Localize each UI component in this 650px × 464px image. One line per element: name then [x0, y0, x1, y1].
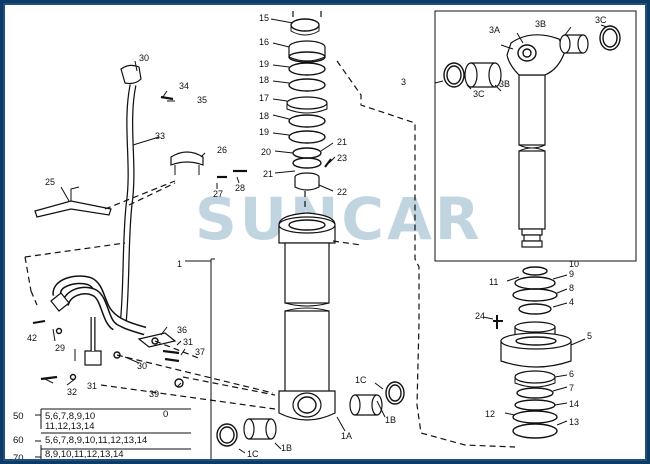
label-1C-a: 1C — [247, 449, 259, 459]
label-3B-a: 3B — [535, 19, 546, 29]
head-seal-stack — [493, 266, 572, 439]
label-7: 7 — [569, 383, 574, 393]
rod-detail-box — [434, 10, 637, 262]
label-18-a: 18 — [259, 75, 269, 85]
label-8: 8 — [569, 283, 574, 293]
label-33: 33 — [155, 131, 165, 141]
label-1B-a: 1B — [281, 443, 292, 453]
label-35: 35 — [197, 95, 207, 105]
label-27: 27 — [213, 189, 223, 199]
label-10: 10 — [569, 259, 579, 269]
label-3B-b: 3B — [499, 79, 510, 89]
label-3C-b: 3C — [473, 89, 485, 99]
cylinder-barrel-part — [278, 212, 336, 421]
label-28: 28 — [235, 183, 245, 193]
label-3: 3 — [401, 77, 406, 87]
cylinder-bushings — [216, 381, 405, 447]
label-1A: 1A — [341, 431, 352, 441]
label-19-b: 19 — [259, 127, 269, 137]
label-3C-a: 3C — [595, 15, 607, 25]
label-9: 9 — [569, 269, 574, 279]
diagram-frame: SUNCAR — [3, 3, 647, 461]
label-12: 12 — [485, 409, 495, 419]
exploded-parts-diagram: SUNCAR — [13, 9, 637, 459]
table-row-70-number: 70 — [13, 453, 24, 459]
kit-table: 50 5,6,7,8,9,10 11,12,13,14 0 60 5,6,7,8… — [13, 408, 191, 459]
label-30-a: 30 — [139, 53, 149, 63]
label-6: 6 — [569, 369, 574, 379]
table-row-60-number: 60 — [13, 435, 24, 446]
piston-rod-part — [506, 34, 566, 248]
label-26: 26 — [217, 145, 227, 155]
label-1: 1 — [177, 259, 182, 269]
table-row-70-items: 8,9,10,11,12,13,14 — [45, 449, 124, 459]
label-20: 20 — [261, 147, 271, 157]
small-bolts — [32, 95, 247, 388]
label-14: 14 — [569, 399, 579, 409]
label-36: 36 — [177, 325, 187, 335]
label-30-b: 30 — [137, 361, 147, 371]
label-32: 32 — [67, 387, 77, 397]
label-39: 39 — [149, 389, 159, 399]
label-42: 42 — [27, 333, 37, 343]
label-3A: 3A — [489, 25, 500, 35]
label-24: 24 — [475, 311, 485, 321]
tube-line-29 — [50, 275, 147, 366]
label-11: 11 — [489, 277, 498, 287]
label-37: 37 — [195, 347, 205, 357]
label-17: 17 — [259, 93, 269, 103]
rod-bushings — [443, 25, 621, 88]
label-4: 4 — [569, 297, 574, 307]
gland-seal-stack — [286, 18, 332, 191]
label-15: 15 — [259, 13, 269, 23]
part-labels: 1 1A 1B 1B 1C 1C 3 3A 3B 3B 3C 3C 4 5 6 … — [27, 13, 607, 459]
label-29: 29 — [55, 343, 65, 353]
label-34: 34 — [179, 81, 189, 91]
label-5: 5 — [587, 331, 592, 341]
label-22: 22 — [337, 187, 347, 197]
label-31-a: 31 — [183, 337, 193, 347]
table-row-50-zero: 0 — [163, 409, 168, 420]
table-row-60-items: 5,6,7,8,9,10,11,12,13,14 — [45, 435, 147, 446]
bracket-25 — [34, 186, 112, 218]
label-13: 13 — [569, 417, 579, 427]
label-21-a: 21 — [337, 137, 347, 147]
clamp-26 — [170, 151, 204, 175]
label-21-b: 21 — [263, 169, 273, 179]
label-19-a: 19 — [259, 59, 269, 69]
label-25: 25 — [45, 177, 55, 187]
label-1B-b: 1B — [385, 415, 396, 425]
bracket-36 — [137, 332, 177, 348]
table-row-50-items-a: 5,6,7,8,9,10 — [45, 411, 95, 422]
label-18-b: 18 — [259, 111, 269, 121]
label-31-b: 31 — [87, 381, 97, 391]
table-row-50-items-b: 11,12,13,14 — [45, 421, 94, 432]
label-16: 16 — [259, 37, 269, 47]
label-1C-b: 1C — [355, 375, 367, 385]
label-23: 23 — [337, 153, 347, 163]
table-row-50-number: 50 — [13, 411, 24, 422]
